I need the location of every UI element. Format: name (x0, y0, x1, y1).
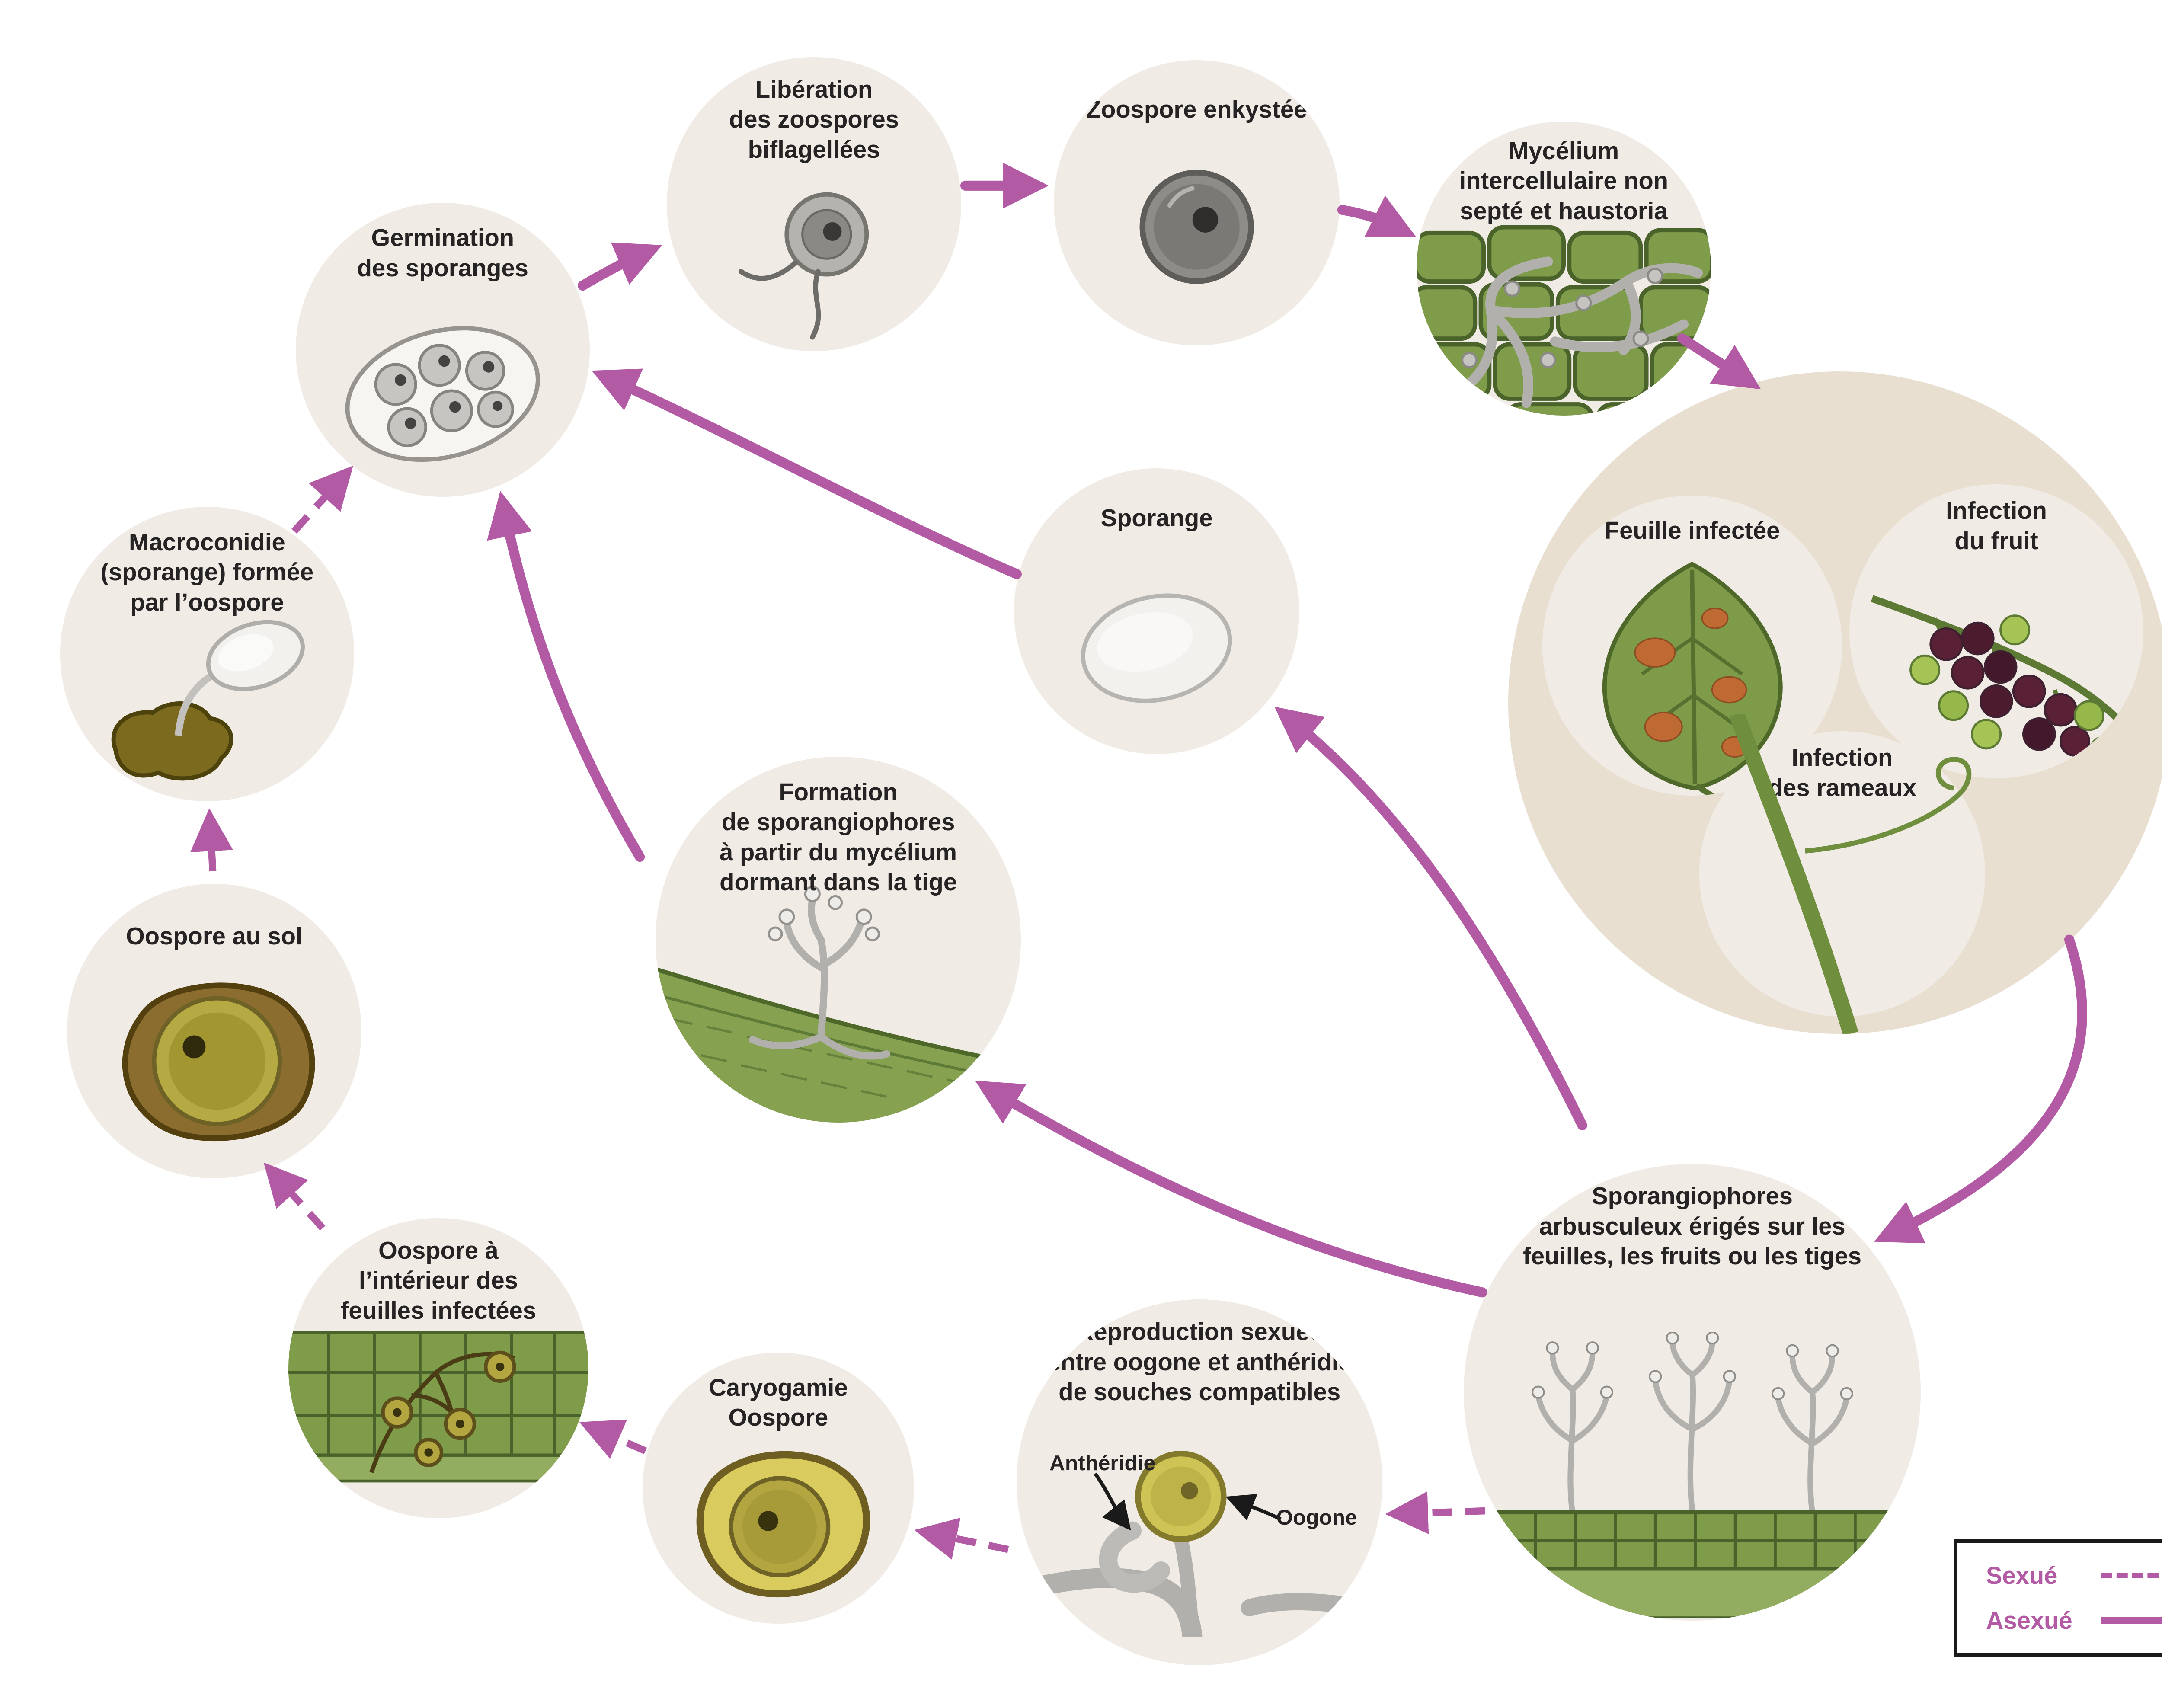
arrow-macroconidie-to-germination (291, 465, 353, 534)
node-oospore-sol-label: Oospore au sol (126, 922, 303, 950)
node-sporange: Sporange (1014, 468, 1300, 754)
sporangiophore-on-stem-icon (655, 886, 1021, 1123)
node-infection-fruit: Infection du fruit (1849, 484, 2144, 778)
node-formation: Formation de sporangiophores à partir du… (655, 757, 1021, 1123)
legend-solid-line-sample (2101, 1617, 2162, 1624)
node-germination: Germination des sporanges (295, 202, 590, 497)
antheridie-label: Anthéridie (1049, 1451, 1155, 1475)
legend-row-asexue: Asexué (1986, 1606, 2162, 1634)
node-sporangiophores: Sporangiophores arbusculeux érigés sur l… (1464, 1164, 1921, 1621)
node-oospore-sol: Oospore au sol (67, 884, 361, 1178)
germinating-sporangium-icon (345, 326, 540, 462)
arrow-formation-to-germination (487, 491, 645, 862)
arbuscular-sporangiophores-icon (1464, 1332, 1921, 1618)
infected-shoot-icon (1729, 714, 1971, 1034)
node-feuille-infectee-label: Feuille infectée (1604, 517, 1780, 544)
node-liberation-label: Libération des zoospores biflagellées (729, 75, 899, 163)
oogonium-antheridium-icon (1021, 1451, 1378, 1637)
node-infection-group: Feuille infectée Infection du fruit (1508, 371, 2162, 1034)
node-infection-rameaux-label: Infection des rameaux (1768, 744, 1916, 801)
legend-row-sexue: Sexué (1986, 1561, 2162, 1590)
arrow-zoospore-to-mycelium (1337, 195, 1416, 237)
node-liberation: Libération des zoospores biflagellées (667, 57, 961, 352)
node-caryogamie-label: Caryogamie Oospore (709, 1373, 848, 1431)
node-macroconidie: Macroconidie (sporange) formée par l’oos… (60, 507, 355, 801)
macroconidium-from-oospore-icon (111, 620, 305, 781)
node-macroconidie-label: Macroconidie (sporange) formée par l’oos… (100, 528, 314, 616)
arrow-oospore-feuilles-to-oospore-sol (263, 1162, 326, 1231)
arrow-reproduction-to-caryogamie (914, 1517, 1009, 1560)
oospore-karyogamy-icon (696, 1451, 870, 1597)
encysted-zoospore-icon (1139, 170, 1254, 285)
node-oospore-feuilles: Oospore à l’intérieur des feuilles infec… (288, 1218, 588, 1518)
arrow-caryogamie-to-oospore-feuilles (579, 1419, 647, 1459)
node-feuille-infectee: Feuille infectée (1542, 495, 1842, 796)
oospores-in-leaf-tissue-icon (288, 1331, 588, 1483)
arrow-sporangiophores-to-formation (975, 1081, 1487, 1298)
node-germination-label: Germination des sporanges (357, 224, 528, 281)
biflagellate-zoospore-icon (739, 192, 869, 340)
node-reproduction-label: Reproduction sexuée entre oogone et anth… (1047, 1318, 1352, 1406)
arrow-germination-to-liberation (577, 242, 662, 291)
arrow-oospore-sol-to-macroconidie (190, 808, 233, 872)
node-oospore-feuilles-label: Oospore à l’intérieur des feuilles infec… (340, 1236, 537, 1324)
intercellular-mycelium-icon (1417, 225, 1711, 416)
legend-sexue-label: Sexué (1986, 1561, 2058, 1589)
legend-asexue-label: Asexué (1986, 1607, 2072, 1634)
node-sporangiophores-label: Sporangiophores arbusculeux érigés sur l… (1523, 1182, 1861, 1270)
node-mycelium-label: Mycélium intercellulaire non septé et ha… (1459, 137, 1669, 224)
infected-grape-cluster-icon (1871, 595, 2123, 764)
node-sporange-label: Sporange (1100, 504, 1213, 531)
arrow-sporange-to-germination (592, 368, 1022, 579)
legend-dashed-line-sample (2101, 1572, 2162, 1578)
node-zoospore-enkystee-label: Zoospore enkystée (1086, 95, 1308, 123)
node-zoospore-enkystee: Zoospore enkystée (1054, 60, 1340, 346)
legend: Sexué Asexué (1953, 1539, 2162, 1657)
oospore-in-soil-icon (122, 982, 315, 1141)
node-reproduction: Reproduction sexuée entre oogone et anth… (1017, 1299, 1382, 1665)
node-infection-fruit-label: Infection du fruit (1946, 496, 2047, 554)
node-caryogamie: Caryogamie Oospore (643, 1352, 914, 1624)
oogone-label: Oogone (1276, 1505, 1357, 1529)
sporangium-icon (1081, 593, 1232, 703)
node-formation-label: Formation de sporangiophores à partir du… (720, 778, 957, 896)
node-mycelium: Mycélium intercellulaire non septé et ha… (1417, 121, 1711, 416)
